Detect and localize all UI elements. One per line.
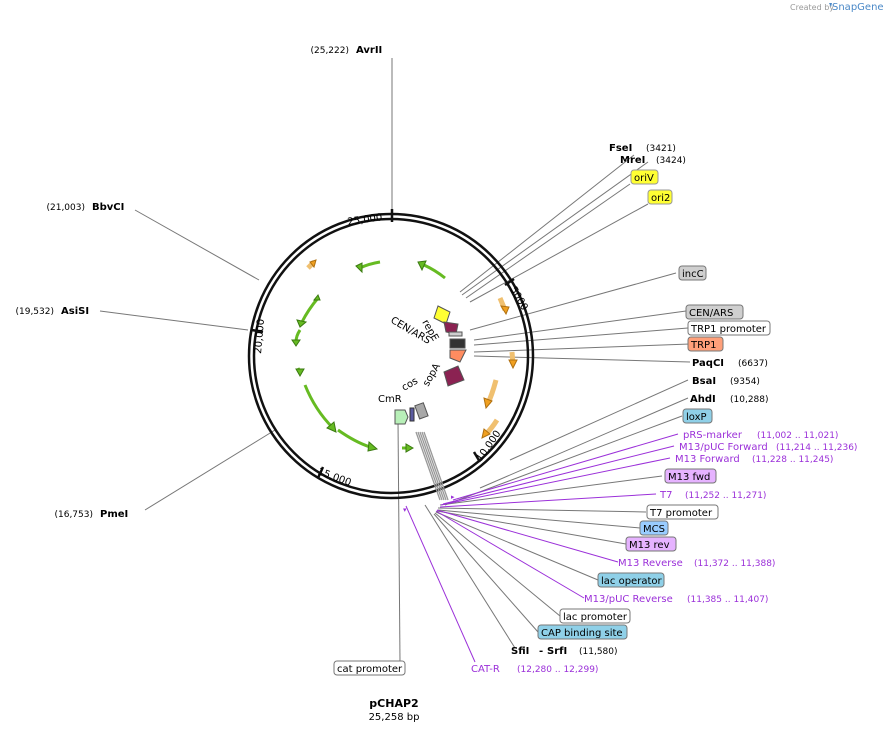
tick-marks: [251, 209, 515, 479]
enzyme-bsai-pos: (9354): [730, 377, 760, 387]
enzyme-ahdi-name: AhdI: [690, 394, 716, 405]
feature-lac-operator-box: [597, 572, 665, 588]
primer-m13puc-rev-range: (11,385 .. 11,407): [687, 595, 768, 605]
enzyme-sfii-name: SfiI: [511, 646, 529, 657]
trp1-glyph: [449, 349, 467, 363]
snapgene-brand: SnapGene: [832, 2, 884, 13]
tick-label-5000: 5000: [507, 285, 529, 313]
primer-m13puc-fwd-range: (11,214 .. 11,236): [776, 443, 857, 453]
feature-cenars-box: [685, 304, 744, 320]
primer-cat-r-name: CAT-R: [471, 664, 500, 675]
enzyme-labels: (25,222) AvrII (21,003) BbvCI (19,532) A…: [15, 45, 768, 657]
feature-cat-promoter-label: cat promoter: [337, 664, 403, 675]
feature-trp1-label: TRP1: [690, 340, 716, 351]
enzyme-fsei-name: FseI: [609, 143, 632, 154]
feature-ori2-box: [647, 189, 673, 205]
cat-r-marker-icon: ▾: [403, 506, 407, 514]
tick-label-25000: 25,000: [347, 212, 383, 228]
cos-marker: [409, 407, 415, 422]
oriv-glyph: [433, 305, 451, 325]
primer-t7-range: (11,252 .. 11,271): [685, 491, 766, 501]
primer-cat-r-range: (12,280 .. 12,299): [517, 665, 598, 675]
tick-label-20000: 20,000: [253, 318, 267, 354]
feature-trp1-box: [687, 336, 724, 352]
feature-mcs-label: MCS: [643, 524, 665, 535]
feature-trp1-promoter-label: TRP1 promoter: [690, 324, 767, 335]
inner-label-cos: cos: [400, 376, 420, 394]
connector-lines: [99, 58, 691, 663]
enzyme-paqci-name: PaqCI: [692, 358, 724, 369]
plasmid-length: 25,258 bp: [369, 712, 420, 723]
enzyme-bbvci-pos: (21,003): [46, 203, 85, 213]
inner-label-cmr: CmR: [378, 394, 402, 405]
enzyme-bsai-name: BsaI: [692, 376, 716, 387]
feature-t7-promoter-box: [646, 504, 719, 520]
feature-loxp-label: loxP: [686, 412, 707, 423]
feature-m13rev-label: M13 rev: [629, 540, 670, 551]
inner-label-sopa: sopA: [421, 362, 443, 389]
enzyme-separator: -: [539, 646, 543, 657]
cos-glyph: [414, 402, 429, 420]
plasmid-name: pCHAP2: [369, 697, 418, 710]
sopa-glyph: [443, 365, 465, 387]
enzyme-ahdi-pos: (10,288): [730, 395, 769, 405]
primer-t7-name: T7: [659, 490, 672, 501]
enzyme-avrii-name: AvrII: [356, 45, 382, 56]
primer-m13-reverse-range: (11,372 .. 11,388): [694, 559, 775, 569]
feature-mcs-box: [639, 520, 669, 536]
enzyme-paqci-pos: (6637): [738, 359, 768, 369]
cmr-glyph: [394, 409, 409, 425]
feature-cap-site-label: CAP binding site: [541, 628, 623, 639]
primer-prs-marker-range: (11,002 .. 11,021): [757, 431, 838, 441]
enzyme-pmei-name: PmeI: [100, 509, 128, 520]
primer-m13-reverse-name: M13 Reverse: [618, 558, 683, 569]
feature-lac-promoter-label: lac promoter: [563, 612, 628, 623]
feature-t7-promoter-label: T7 promoter: [649, 508, 713, 519]
feature-lac-operator-label: lac operator: [601, 576, 662, 587]
primer-m13puc-fwd-name: M13/pUC Forward: [679, 442, 768, 453]
enzyme-bbvci-name: BbvCI: [92, 202, 124, 213]
enzyme-pmei-pos: (16,753): [54, 510, 93, 520]
feature-cap-site-box: [537, 624, 628, 640]
enzyme-mrei-name: MreI: [620, 155, 645, 166]
primer-labels: pRS-marker (11,002 .. 11,021) M13/pUC Fo…: [471, 430, 857, 675]
enzyme-asisi-name: AsiSI: [61, 306, 89, 317]
enzyme-srfi-pos: (11,580): [579, 647, 618, 657]
primer-prs-marker-name: pRS-marker: [683, 430, 743, 441]
feature-cat-promoter-box: [333, 660, 406, 676]
enzyme-mrei-pos: (3424): [656, 156, 686, 166]
inner-features: [394, 305, 467, 501]
enzyme-fsei-pos: (3421): [646, 144, 676, 154]
snapgene-logo-icon: [829, 3, 832, 7]
feature-lac-promoter-box: [559, 608, 631, 624]
feature-ori2-label: ori2: [651, 193, 670, 204]
feature-m13fwd-label: M13 fwd: [668, 472, 710, 483]
feature-labels: oriV ori2 incC CEN/ARS TRP1 promoter TRP…: [333, 169, 771, 676]
feature-incc-label: incC: [682, 269, 704, 280]
created-by-text: Created by: [790, 3, 834, 12]
feature-oriv-box: [630, 169, 659, 185]
primer-lines: [405, 433, 679, 663]
primer-m13puc-rev-name: M13/pUC Reverse: [584, 594, 673, 605]
primer-marker-icon: ▸: [451, 493, 455, 501]
feature-incc-box: [678, 265, 707, 281]
orf-arrows-green: [291, 260, 446, 453]
feature-loxp-box: [682, 408, 713, 424]
feature-trp1-promoter-box: [687, 320, 771, 336]
feature-m13fwd-box: [664, 468, 717, 484]
feature-oriv-label: oriV: [634, 173, 654, 184]
enzyme-srfi-name: SrfI: [547, 646, 567, 657]
enzyme-asisi-pos: (19,532): [15, 307, 54, 317]
feature-cenars-label: CEN/ARS: [689, 308, 733, 319]
feature-m13rev-box: [625, 536, 677, 552]
primer-m13-forward-range: (11,228 .. 11,245): [752, 455, 833, 465]
primer-m13-forward-name: M13 Forward: [675, 454, 740, 465]
enzyme-avrii-pos: (25,222): [310, 46, 349, 56]
orf-arrows-orange: [306, 259, 518, 439]
